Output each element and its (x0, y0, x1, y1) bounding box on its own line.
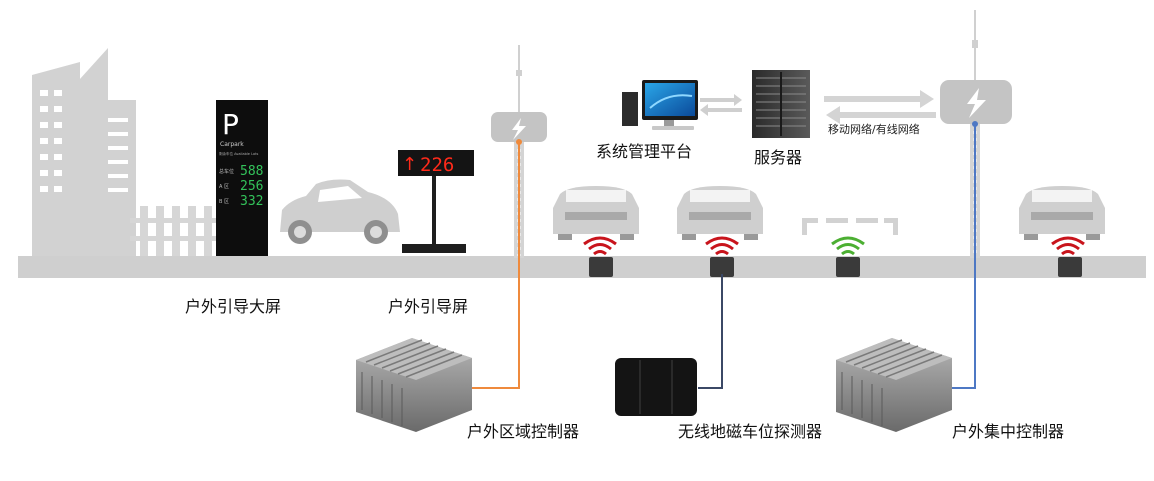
lightning-icon (967, 88, 986, 118)
computer-icon (622, 80, 698, 130)
parking-slot-3-empty (802, 218, 898, 277)
detector-sensor (836, 257, 860, 277)
central-controller-device (836, 338, 952, 432)
lightning-icon (512, 118, 526, 140)
signal-icon (831, 236, 865, 256)
svg-text:B 区: B 区 (219, 199, 229, 205)
cable-orange (470, 142, 520, 389)
svg-text:总车位: 总车位 (219, 168, 234, 175)
label-system-platform: 系统管理平台 (596, 142, 693, 161)
big-screen-rows: 总车位 588 A 区 256 B 区 332 (219, 164, 263, 209)
signal-icon (705, 236, 739, 256)
parking-slot-4 (1019, 186, 1105, 277)
road (18, 256, 1146, 278)
label-outdoor-big-screen: 户外引导大屏 (185, 297, 282, 316)
server-icon (752, 70, 810, 138)
detector-device (615, 358, 697, 416)
label-outdoor-screen: 户外引导屏 (388, 297, 469, 316)
detector-sensor (589, 257, 613, 277)
signal-icon (583, 236, 617, 256)
outdoor-guide-screen: ↑ 226 (398, 150, 474, 253)
area-controller-device (356, 338, 472, 432)
signal-icon (1051, 236, 1085, 256)
label-server: 服务器 (754, 148, 803, 167)
big-screen-logo: P (222, 108, 239, 141)
label-network: 移动网络/有线网络 (828, 123, 920, 136)
detector-sensor (710, 257, 734, 277)
big-screen-total-value: 588 (240, 164, 263, 179)
label-area-controller: 户外区域控制器 (467, 422, 580, 441)
label-detector: 无线地磁车位探测器 (678, 422, 823, 441)
fence (130, 206, 218, 258)
big-screen-b-value: 332 (240, 194, 263, 209)
outdoor-big-screen: P Carpark 剩余车位 Available Lots 总车位 588 A … (216, 100, 268, 256)
detector-sensor (1058, 257, 1082, 277)
car-side-view (280, 179, 400, 244)
parking-slot-1 (553, 186, 639, 277)
big-screen-brand: Carpark (220, 141, 244, 148)
svg-text:A 区: A 区 (219, 184, 229, 190)
exchange-arrows-small (700, 94, 742, 116)
cable-navy (698, 274, 723, 389)
big-screen-caption: 剩余车位 Available Lots (219, 151, 258, 156)
guide-screen-value: 226 (420, 154, 454, 176)
city-buildings (32, 48, 136, 258)
parking-slot-2 (677, 186, 763, 277)
label-central-controller: 户外集中控制器 (952, 422, 1065, 441)
big-screen-a-value: 256 (240, 179, 263, 194)
exchange-arrows-network (824, 90, 936, 124)
cable-blue (952, 124, 976, 389)
up-arrow-icon: ↑ (402, 154, 417, 175)
